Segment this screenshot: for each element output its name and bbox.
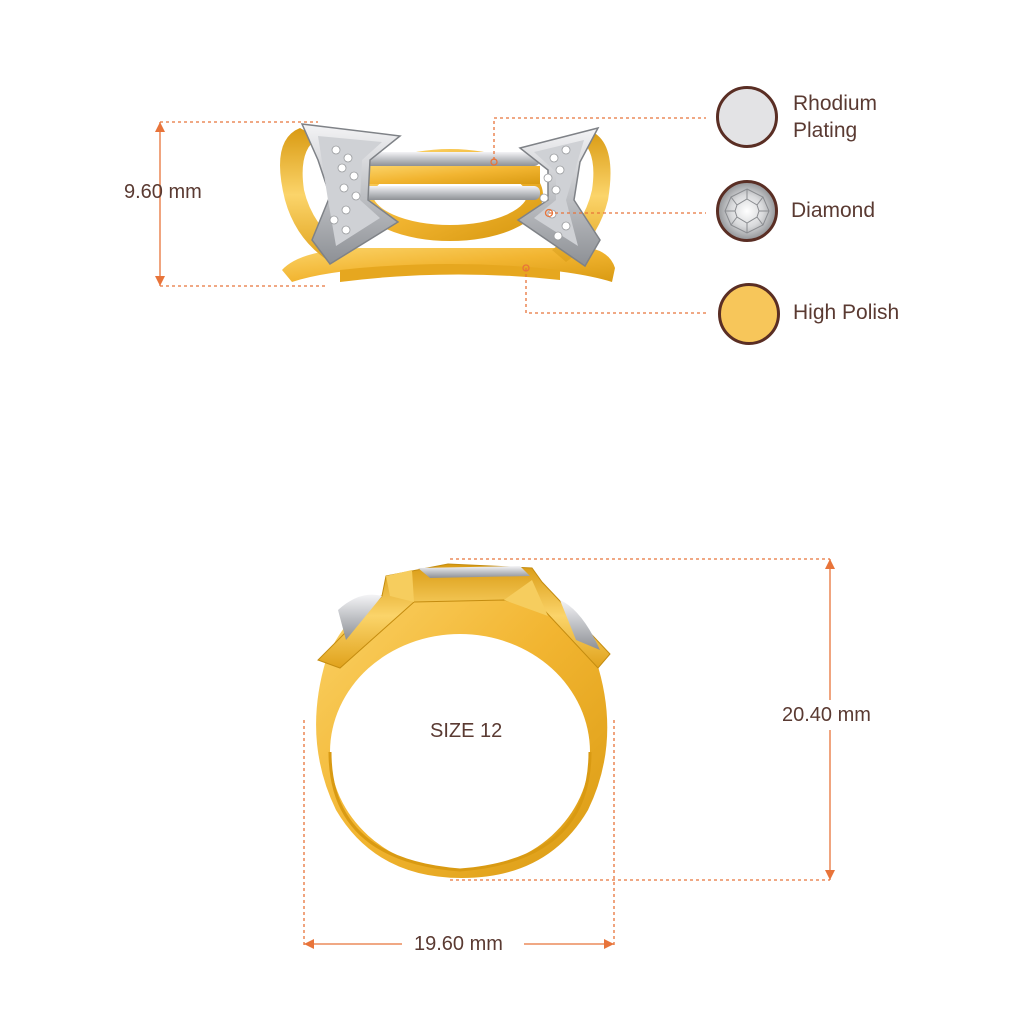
diamond-icon: [724, 188, 770, 234]
rhodium-callout-line: [493, 117, 706, 160]
rhodium-swatch: [716, 86, 778, 148]
side-width-label: 19.60 mm: [414, 933, 503, 955]
side-dimension-lines: [303, 558, 831, 945]
legend-label-rhodium: Rhodium Plating: [793, 90, 877, 145]
front-ring-view: [280, 123, 615, 282]
side-height-label: 20.40 mm: [782, 704, 871, 726]
legend-label-polish: High Polish: [793, 301, 900, 324]
callout-dots: [490, 158, 554, 272]
side-ring-view: [316, 563, 611, 878]
polish-callout-line: [525, 268, 706, 314]
gold-swatch: [718, 283, 780, 345]
front-dimension-lines: [159, 117, 706, 314]
side-arrowheads: [304, 559, 835, 949]
front-height-label: 9.60 mm: [124, 181, 202, 203]
ring-size-label: SIZE 12: [430, 720, 503, 742]
diamond-swatch: [716, 180, 778, 242]
legend-label-rhodium-line1: Rhodium: [793, 92, 878, 115]
front-arrowheads: [155, 122, 165, 286]
legend-label-diamond: Diamond: [791, 199, 876, 222]
legend-label-rhodium-line2: Plating: [793, 119, 858, 143]
